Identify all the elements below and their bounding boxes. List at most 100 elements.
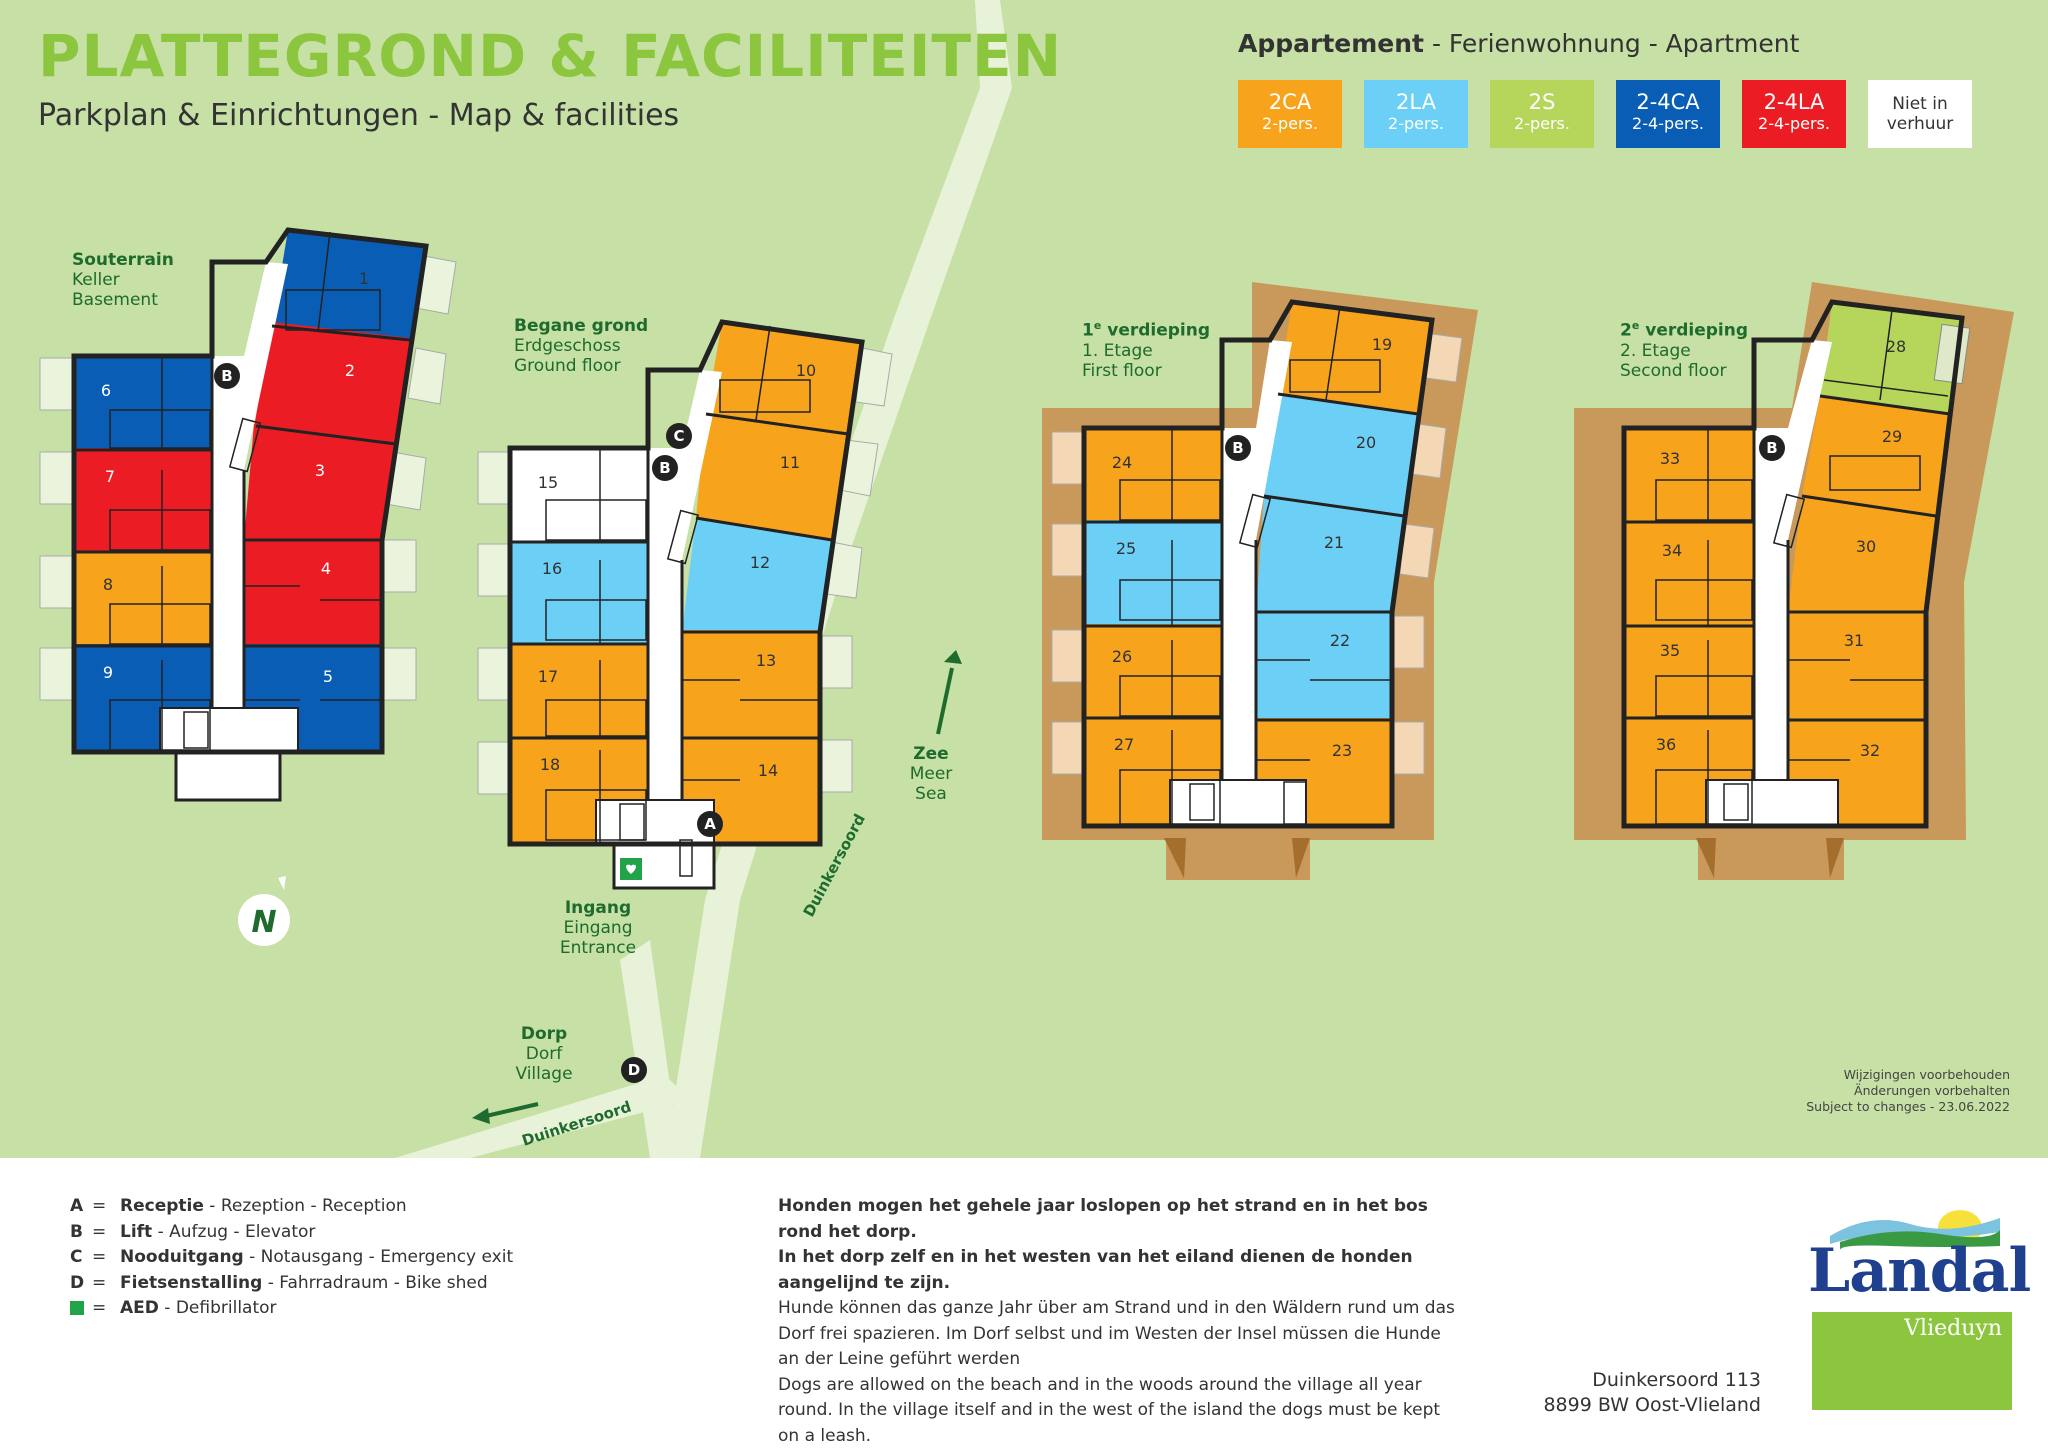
unit-20-label: 20 (1356, 433, 1376, 452)
unit-18-label: 18 (540, 755, 560, 774)
marker-b-souterrain[interactable]: B (214, 363, 240, 389)
unit-34-shape[interactable] (1624, 520, 1754, 626)
svg-text:B: B (1766, 439, 1777, 457)
unit-19-label: 19 (1372, 335, 1392, 354)
sea-arrow-icon (938, 650, 962, 734)
unit-32-label: 32 (1860, 741, 1880, 760)
unit-36-label: 36 (1656, 735, 1676, 754)
logo-sub: Vlieduyn (1904, 1316, 2002, 1341)
floor-label-first: 1e verdieping 1. Etage First floor (1082, 316, 1210, 381)
floor-de: 1. Etage (1082, 341, 1210, 361)
unit-33-shape[interactable] (1624, 428, 1754, 522)
unit-20-shape[interactable] (1264, 394, 1418, 516)
facility-key: B (70, 1220, 92, 1246)
facility-translation: - Defibrillator (159, 1296, 277, 1322)
unit-16-shape[interactable] (510, 542, 648, 646)
floor-label-souterrain: Souterrain Keller Basement (72, 250, 174, 310)
legend-code: 2CA (1238, 90, 1342, 114)
logo-sub-panel: Vlieduyn (1812, 1312, 2012, 1410)
facility-name: AED (120, 1296, 159, 1322)
floor-de: Erdgeschoss (514, 336, 648, 356)
floor-label-second: 2e verdieping 2. Etage Second floor (1620, 316, 1748, 381)
dog-policy-line: an der Leine geführt werden (778, 1347, 1478, 1373)
floor-num: 2 (1620, 321, 1632, 341)
unit-7-shape[interactable] (74, 448, 212, 552)
unit-5-label: 5 (323, 667, 333, 686)
floor-en: Ground floor (514, 356, 648, 376)
unit-1-label: 1 (359, 269, 369, 288)
floor-de: Keller (72, 270, 174, 290)
unit-15-shape[interactable] (510, 448, 648, 542)
unit-23-label: 23 (1332, 741, 1352, 760)
floor-en: First floor (1082, 361, 1210, 381)
dog-policy: Honden mogen het gehele jaar loslopen op… (778, 1194, 1478, 1449)
legend-pers: 2-4-pers. (1742, 114, 1846, 133)
notice-line: Wijzigingen voorbehouden (1806, 1067, 2010, 1083)
direction-entrance: Ingang Eingang Entrance (548, 898, 648, 958)
unit-4-shape[interactable] (244, 538, 382, 646)
legend-pers: verhuur (1868, 114, 1972, 134)
unit-8-label: 8 (103, 575, 113, 594)
unit-33-label: 33 (1660, 449, 1680, 468)
dog-policy-line: on a leash. (778, 1424, 1478, 1449)
direction-village: Dorp Dorf Village (506, 1024, 582, 1084)
marker-c[interactable]: C (666, 423, 692, 449)
facility-translation: - Notausgang - Emergency exit (244, 1245, 513, 1271)
legend-heading-bold: Appartement (1238, 29, 1424, 58)
legend-pers: 2-pers. (1364, 114, 1468, 133)
facility-name: Fietsenstalling (120, 1271, 262, 1297)
unit-31-label: 31 (1844, 631, 1864, 650)
marker-b-second[interactable]: B (1759, 435, 1785, 461)
unit-22-shape[interactable] (1256, 610, 1392, 720)
notice-line: Subject to changes - 23.06.2022 (1806, 1099, 2010, 1115)
unit-17-label: 17 (538, 667, 558, 686)
svg-text:B: B (1232, 439, 1243, 457)
page-title: PLATTEGROND & FACILITEITEN (38, 22, 1062, 90)
marker-a[interactable]: A (697, 811, 723, 837)
facility-translation: - Aufzug - Elevator (152, 1220, 315, 1246)
legend-code: 2S (1490, 90, 1594, 114)
unit-35-shape[interactable] (1624, 624, 1754, 718)
marker-d[interactable]: D (621, 1057, 647, 1083)
marker-b-first[interactable]: B (1225, 435, 1251, 461)
dog-policy-line: In het dorp zelf en in het westen van he… (778, 1245, 1478, 1296)
facility-row: C=Nooduitgang - Notausgang - Emergency e… (70, 1245, 513, 1271)
unit-14-label: 14 (758, 761, 778, 780)
marker-b-ground[interactable]: B (652, 455, 678, 481)
legend-pers: 2-4-pers. (1616, 114, 1720, 133)
unit-3-label: 3 (315, 461, 325, 480)
unit-26-shape[interactable] (1084, 624, 1222, 718)
unit-24-shape[interactable] (1084, 428, 1222, 522)
unit-29-label: 29 (1882, 427, 1902, 446)
unit-30-label: 30 (1856, 537, 1876, 556)
unit-7-label: 7 (105, 467, 115, 486)
unit-4-label: 4 (321, 559, 331, 578)
facility-translation: - Fahrradraum - Bike shed (262, 1271, 487, 1297)
dir-main: Zee (896, 744, 966, 764)
floor-de: 2. Etage (1620, 341, 1748, 361)
facility-key: C (70, 1245, 92, 1271)
svg-text:N: N (251, 905, 276, 940)
address: Duinkersoord 113 8899 BW Oost-Vlieland (1543, 1368, 1761, 1418)
unit-31-shape[interactable] (1788, 610, 1926, 720)
unit-6-shape[interactable] (74, 356, 212, 450)
unit-8-shape[interactable] (74, 552, 212, 646)
dog-policy-line: Hunde können das ganze Jahr über am Stra… (778, 1296, 1478, 1322)
svg-text:A: A (704, 815, 716, 833)
facility-row: D=Fietsenstalling - Fahrradraum - Bike s… (70, 1271, 513, 1297)
unit-17-shape[interactable] (510, 644, 648, 738)
dir-en: Village (506, 1064, 582, 1084)
dir-main: Dorp (506, 1024, 582, 1044)
facility-row: =AED - Defibrillator (70, 1296, 513, 1322)
facility-translation: - Rezeption - Reception (204, 1194, 407, 1220)
unit-34-label: 34 (1662, 541, 1682, 560)
floor-label-ground: Begane grond Erdgeschoss Ground floor (514, 316, 648, 376)
building-souterrain (40, 230, 456, 800)
unit-25-shape[interactable] (1084, 520, 1222, 626)
unit-13-shape[interactable] (682, 630, 820, 738)
address-line: Duinkersoord 113 (1543, 1368, 1761, 1393)
unit-9-label: 9 (103, 663, 113, 682)
